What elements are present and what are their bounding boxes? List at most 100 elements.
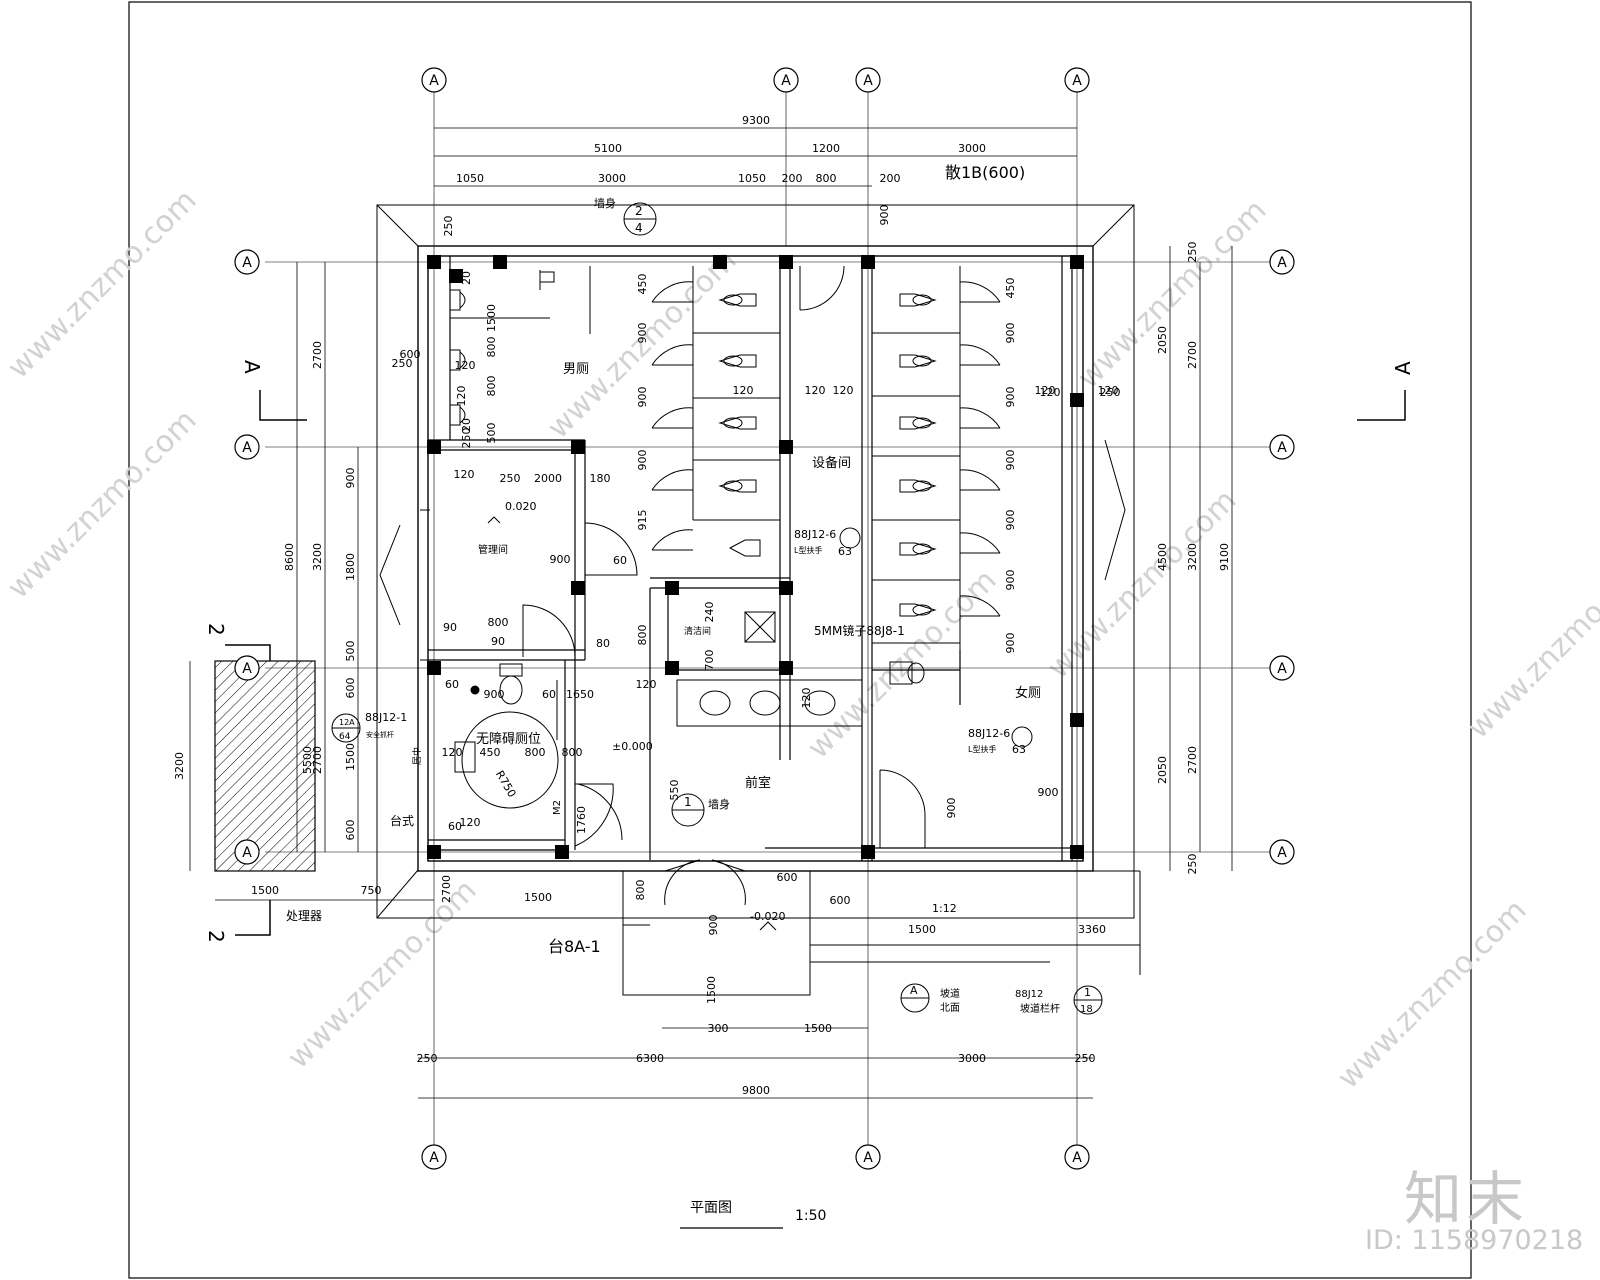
axis-label-3: A [1072,73,1082,89]
column-12 [779,581,793,595]
dim-top-detail-2: 1050 [738,172,766,185]
dim-misc-44: 1500 [705,976,718,1004]
women-toilets [889,293,937,685]
watermarks: www.znzmo.com www.znzmo.com www.znzmo.co… [1,183,1600,1096]
dim-misc-45: 300 [708,1022,729,1035]
column-10 [571,581,585,595]
dim-misc-27: 120 [442,746,463,759]
dim-misc-23: 240 [703,602,716,623]
dim-misc-1: 800 [485,337,498,358]
label-m2: M2 [552,800,563,815]
dim-misc-3: 500 [485,423,498,444]
label-railing: 坡道栏杆 [1020,1002,1060,1015]
dim-women-pitch-0: 450 [1004,278,1017,299]
column-21 [449,269,463,283]
dim-top-seg-2: 3000 [958,142,986,155]
dim-misc-0: 1500 [485,304,498,332]
dim-misc-36: 1650 [566,688,594,701]
dim-misc-4: 120 [455,359,476,372]
label-j121-sub: 安全抓杆 [366,730,394,739]
axis-label-7: A [242,255,252,271]
axis-bubble-13 [1269,655,1295,681]
axis-label-1: A [781,73,791,89]
section-a-right: A [1391,361,1415,375]
axis-label-5: A [863,1150,873,1166]
dim-right-end-0: 250 [1186,242,1199,263]
axis-label-12: A [1277,440,1287,456]
dim-women-pitch-1: 900 [1004,323,1017,344]
dim-top-seg-1: 1200 [812,142,840,155]
callout-a-ramp: A [910,984,918,997]
dim-misc-39: 120 [460,816,481,829]
dim-right-end-1: 250 [1186,854,1199,875]
lobby-sinks [676,679,863,727]
dim-misc-51: 1500 [251,884,279,897]
dim-misc-28: 450 [480,746,501,759]
corridor-door [799,265,926,848]
dim-misc-60: 250 [1100,386,1121,399]
dim-stall-pitch-3: 900 [636,450,649,471]
dim-women-pitch-5: 900 [1004,570,1017,591]
axis-bubble-12 [1269,434,1295,460]
label-detail-1b: 散1B(600) [945,163,1025,182]
callout-texts: 2 4 1 A 1 [635,204,1091,999]
dim-bottom-total: 9800 [742,1084,770,1097]
dimension-lines [189,127,1233,1099]
dim-misc-21: 80 [596,637,610,650]
label-j126-b-num: 63 [1012,743,1026,756]
axis-label-13: A [1277,661,1287,677]
dim-top-detail-4: 800 [816,172,837,185]
dim-top-detail-1: 3000 [598,172,626,185]
men-stalls [651,266,780,551]
dim-right-inner-1: 4500 [1156,543,1169,571]
dim-right-total: 9100 [1218,543,1231,571]
dim-misc-41: 600 [777,871,798,884]
management-room [420,509,638,661]
dim-misc-17: 60 [613,554,627,567]
watermark-7: www.znzmo.com [1041,483,1244,686]
dim-misc-5: 250 [392,357,413,370]
axis-label-4: A [429,1150,439,1166]
watermark-1: www.znzmo.com [1,183,204,386]
label-j126-a-sub: L型扶手 [794,545,822,555]
axis-bubble-2 [855,67,881,93]
room-women: 女厕 [1015,685,1041,701]
label-j126-b-sub: L型扶手 [968,744,996,754]
dim-stall-pitch-0: 450 [636,274,649,295]
section-2-bottom: 2 [204,930,228,943]
axis-bubble-3 [1064,67,1090,93]
label-j126-b: 88J12-6 [968,727,1010,740]
dim-misc-29: 800 [525,746,546,759]
axis-bubble-4 [421,1144,447,1170]
dim-misc-38: 60 [448,820,462,833]
callout-1-rail: 1 [1084,986,1091,999]
dim-stall-pitch-2: 900 [636,387,649,408]
axis-bubble-8 [234,434,260,460]
axis-label-11: A [1277,255,1287,271]
dim-misc-57: 20 [460,418,473,432]
label-mirror: 5MM镜子88J8-1 [814,623,905,638]
room-accessible: 无障碍厕位 [476,732,541,747]
room-cleaning: 清洁间 [684,625,711,637]
callout-1-bottom: 1 [684,795,692,809]
accessible-wc [454,663,623,847]
dim-misc-48: 3360 [1078,923,1106,936]
label-treatment: 处理器 [286,909,322,923]
dim-left-inner-5: 600 [344,820,357,841]
cleaning-sink [744,611,776,643]
dim-right-inner-0: 2050 [1156,326,1169,354]
dim-women-pitch-6: 900 [1004,633,1017,654]
dim-misc-26: 120 [800,688,813,709]
dim-misc-12: 120 [454,468,475,481]
room-lobby: 前室 [745,775,771,791]
dim-top-total: 9300 [742,114,770,127]
label-j121: 88J12-1 [365,711,407,724]
dim-left-inner-1: 1800 [344,553,357,581]
dim-left-total: 8600 [283,543,296,571]
axis-bubble-9 [234,655,260,681]
dim-misc-7: 120 [733,384,754,397]
axis-bubble-6 [1064,1144,1090,1170]
room-men: 男厕 [563,362,589,377]
dim-left-seg-0: 2700 [311,341,324,369]
label-wall-top: 墙身 [594,196,616,210]
